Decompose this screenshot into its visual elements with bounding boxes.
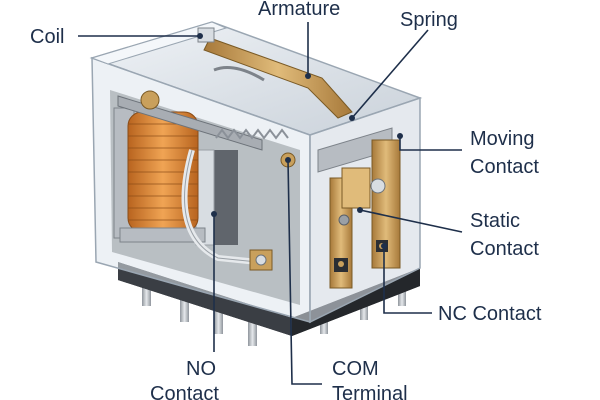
labels: Coil Armature Spring Moving Contact Stat… xyxy=(30,0,542,400)
contact-blades xyxy=(317,127,401,289)
armature xyxy=(197,27,353,119)
label-no-contact-line1: NO xyxy=(186,358,216,380)
label-moving-contact-line1: Moving xyxy=(470,128,534,150)
label-no-contact-line2: Contact xyxy=(150,383,219,400)
label-spring: Spring xyxy=(400,9,458,31)
label-com-terminal-line2: Terminal xyxy=(332,383,408,400)
label-com-terminal-line1: COM xyxy=(332,358,379,380)
label-nc-contact: NC Contact xyxy=(438,303,542,325)
label-static-contact-line2: Contact xyxy=(470,238,539,260)
label-moving-contact-line2: Contact xyxy=(470,156,539,178)
label-static-contact-line1: Static xyxy=(470,210,520,232)
coil-winding xyxy=(113,107,206,243)
label-coil: Coil xyxy=(30,26,64,48)
leader-lines xyxy=(78,22,463,385)
label-armature: Armature xyxy=(258,0,340,20)
relay-illustration xyxy=(89,21,423,346)
